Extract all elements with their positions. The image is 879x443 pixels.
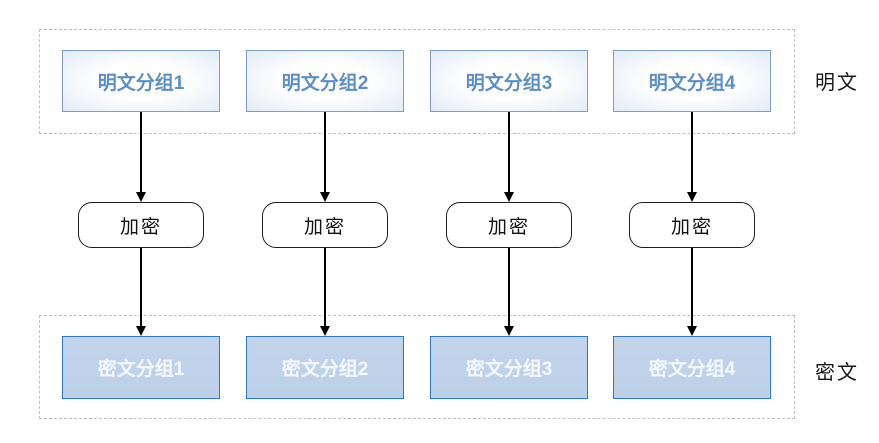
arrow-shaft <box>324 112 326 192</box>
arrow-shaft <box>140 112 142 192</box>
arrow-plain-to-encrypt-1 <box>135 112 147 202</box>
plaintext-block-1: 明文分组1 <box>62 50 220 112</box>
arrow-head-icon <box>136 326 146 336</box>
ciphertext-block-3: 密文分组3 <box>430 336 588 399</box>
encrypt-box-3: 加密 <box>446 202 572 248</box>
plaintext-row-label: 明文 <box>815 72 859 94</box>
plaintext-dashed-container <box>39 29 795 134</box>
arrow-shaft <box>691 112 693 192</box>
plaintext-block-2: 明文分组2 <box>246 50 404 112</box>
arrow-head-icon <box>687 192 697 202</box>
arrow-encrypt-to-cipher-1 <box>135 248 147 336</box>
arrow-head-icon <box>136 192 146 202</box>
plaintext-block-3: 明文分组3 <box>430 50 588 112</box>
arrow-shaft <box>691 248 693 326</box>
arrow-shaft <box>140 248 142 326</box>
ciphertext-block-1: 密文分组1 <box>62 336 220 399</box>
encrypt-box-1: 加密 <box>78 202 204 248</box>
arrow-shaft <box>508 112 510 192</box>
arrow-encrypt-to-cipher-2 <box>319 248 331 336</box>
arrow-head-icon <box>687 326 697 336</box>
arrow-head-icon <box>320 326 330 336</box>
arrow-encrypt-to-cipher-3 <box>503 248 515 336</box>
ciphertext-block-2: 密文分组2 <box>246 336 404 399</box>
arrow-encrypt-to-cipher-4 <box>686 248 698 336</box>
ciphertext-row-label: 密文 <box>815 362 859 384</box>
ciphertext-block-4: 密文分组4 <box>613 336 771 399</box>
arrow-head-icon <box>504 192 514 202</box>
arrow-shaft <box>324 248 326 326</box>
arrow-plain-to-encrypt-2 <box>319 112 331 202</box>
arrow-head-icon <box>504 326 514 336</box>
ciphertext-dashed-container <box>39 315 795 419</box>
arrow-plain-to-encrypt-4 <box>686 112 698 202</box>
arrow-shaft <box>508 248 510 326</box>
arrow-plain-to-encrypt-3 <box>503 112 515 202</box>
plaintext-block-4: 明文分组4 <box>613 50 771 112</box>
arrow-head-icon <box>320 192 330 202</box>
encrypt-box-2: 加密 <box>262 202 388 248</box>
encrypt-box-4: 加密 <box>629 202 755 248</box>
